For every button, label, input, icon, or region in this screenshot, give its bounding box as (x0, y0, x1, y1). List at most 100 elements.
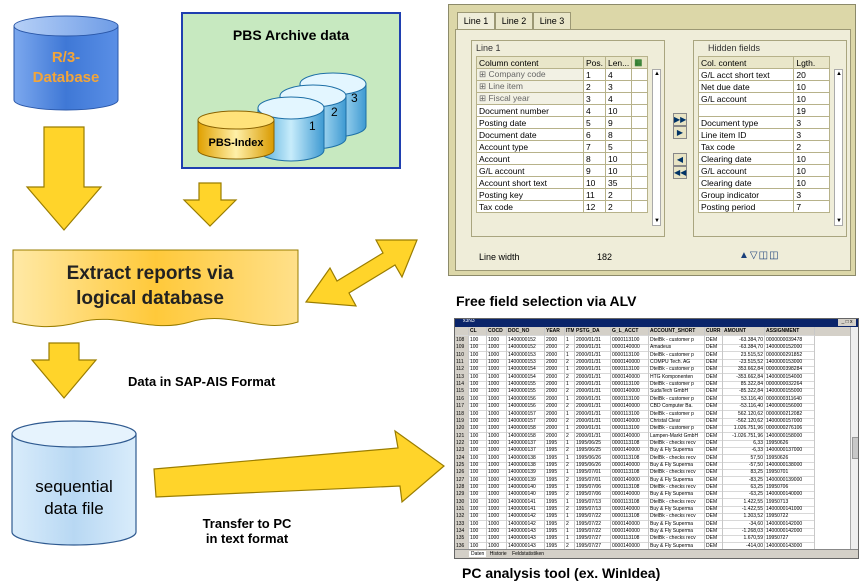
sheet-cell[interactable]: 0000113100 (611, 365, 649, 375)
sheet-tab-daten[interactable]: Daten (469, 551, 487, 557)
field-pos[interactable]: 2 (582, 80, 606, 93)
sheet-cell[interactable]: Amadeus (649, 343, 705, 353)
sheet-cell[interactable]: 19950626 (765, 453, 815, 463)
sheet-cell[interactable]: 1000 (487, 534, 507, 544)
sheet-column-header[interactable]: PSTG_DA (575, 327, 611, 336)
sheet-cell[interactable]: 2000 (545, 372, 565, 382)
sheet-cell[interactable]: DEM (705, 438, 723, 448)
sheet-cell[interactable]: 1.670,59 (723, 534, 765, 544)
find-next-icon[interactable]: ◫ (769, 250, 780, 261)
sheet-cell[interactable]: 2 (565, 387, 575, 397)
sheet-cell[interactable]: 100 (469, 409, 487, 419)
sheet-cell[interactable]: 1000 (487, 358, 507, 368)
sheet-cell[interactable]: 1400000157 (507, 416, 545, 426)
sheet-cell[interactable]: DEM (705, 490, 723, 500)
sheet-cell[interactable]: 1995 (545, 527, 565, 537)
sheet-cell[interactable]: 1995 (545, 460, 565, 470)
sheet-cell[interactable]: Buy & Fly Superma (649, 519, 705, 529)
sheet-cell[interactable]: 2000/01/31 (575, 365, 611, 375)
sheet-cell[interactable]: 1000 (487, 380, 507, 390)
sheet-cell[interactable]: 2000 (545, 409, 565, 419)
sheet-cell[interactable]: Christal Clear (649, 416, 705, 426)
sheet-cell[interactable]: DEM (705, 527, 723, 537)
hidden-field-len[interactable]: 3 (793, 128, 830, 141)
sheet-cell[interactable]: 1400000155 (507, 380, 545, 390)
sheet-cell[interactable]: DEM (705, 402, 723, 412)
sheet-cell[interactable]: 1995 (545, 519, 565, 529)
sheet-cell[interactable]: 1400000142 (507, 519, 545, 529)
field-pos[interactable]: 4 (582, 104, 606, 117)
sheet-cell[interactable]: 0000113100 (611, 424, 649, 434)
sheet-cell[interactable]: DEM (705, 519, 723, 529)
hidden-field-len[interactable]: 19 (793, 104, 830, 117)
sheet-cell[interactable]: 100 (469, 446, 487, 456)
sheet-cell[interactable]: 0000000032264 (765, 380, 815, 390)
sheet-cell[interactable]: 1000 (487, 336, 507, 345)
sheet-cell[interactable]: 1995 (545, 512, 565, 522)
sheet-cell[interactable]: 1 (565, 394, 575, 404)
sheet-cell[interactable]: 1400000141 (507, 505, 545, 515)
sheet-cell[interactable]: 0000140000 (611, 446, 649, 456)
sheet-cell[interactable]: 0000113100 (611, 350, 649, 360)
sheet-cell[interactable]: 100 (469, 475, 487, 485)
sheet-cell[interactable]: 2000/01/31 (575, 394, 611, 404)
field-len[interactable]: 8 (604, 128, 633, 141)
sheet-cell[interactable]: 1000 (487, 372, 507, 382)
sheet-cell[interactable]: 1995 (545, 490, 565, 500)
row-selector[interactable] (631, 116, 648, 129)
scroll-down-icon[interactable]: ▼ (654, 218, 660, 224)
sheet-cell[interactable]: 0000113100 (611, 380, 649, 390)
sheet-cell[interactable]: 100 (469, 358, 487, 368)
sheet-cell[interactable]: 2000 (545, 343, 565, 353)
sheet-tab-feldstatistiken[interactable]: Feldstatistiken (512, 551, 545, 557)
sheet-cell[interactable]: DEM (705, 505, 723, 515)
sheet-cell[interactable]: 100 (469, 460, 487, 470)
sheet-cell[interactable]: 1400000152 (507, 336, 545, 345)
sheet-cell[interactable]: 0000000291852 (765, 350, 815, 360)
sheet-cell[interactable]: 100 (469, 380, 487, 390)
sheet-cell[interactable]: 2 (565, 402, 575, 412)
sheet-cell[interactable]: 1000 (487, 446, 507, 456)
sheet-cell[interactable]: 2 (565, 343, 575, 353)
sheet-cell[interactable]: Buy & Fly Superma (649, 527, 705, 537)
sheet-cell[interactable]: 1000 (487, 475, 507, 485)
column-header[interactable]: Lgth. (793, 56, 830, 69)
sheet-cell[interactable]: DEM (705, 534, 723, 544)
sheet-cell[interactable]: 2000/01/31 (575, 336, 611, 345)
sheet-cell[interactable]: 2000 (545, 350, 565, 360)
row-selector[interactable] (631, 104, 648, 117)
sheet-cell[interactable]: -1.422,55 (723, 505, 765, 515)
sheet-cell[interactable]: 100 (469, 424, 487, 434)
sheet-cell[interactable]: 1400000158000 (765, 431, 815, 441)
sheet-cell[interactable]: 1400000139000 (765, 475, 815, 485)
column-header[interactable]: Column content (476, 56, 584, 69)
sheet-cell[interactable]: 1000 (487, 527, 507, 537)
move-left-button[interactable]: ◀ (673, 153, 687, 166)
hidden-field-len[interactable]: 10 (793, 152, 830, 165)
sheet-column-header[interactable]: ITM (565, 327, 575, 336)
sheet-cell[interactable]: 1400000157 (507, 409, 545, 419)
sheet-column-header[interactable]: DOC_NO (507, 327, 545, 336)
sheet-cell[interactable]: 2000 (545, 416, 565, 426)
sheet-column-header[interactable]: ASSIGNMENT (765, 327, 815, 336)
sheet-cell[interactable]: 1400000143 (507, 534, 545, 544)
sheet-cell[interactable]: DEM (705, 409, 723, 419)
sheet-cell[interactable]: 1000 (487, 365, 507, 375)
sheet-cell[interactable]: 1995 (545, 483, 565, 492)
sheet-cell[interactable]: 1995/07/13 (575, 497, 611, 507)
line1-scrollbar[interactable]: ▲ ▼ (652, 69, 661, 226)
row-selector[interactable] (631, 68, 648, 81)
sheet-cell[interactable]: 1995/06/25 (575, 446, 611, 456)
scroll-up-icon[interactable]: ▲ (654, 71, 660, 77)
sheet-cell[interactable]: 2000 (545, 336, 565, 345)
sheet-cell[interactable]: 0000140000 (611, 460, 649, 470)
